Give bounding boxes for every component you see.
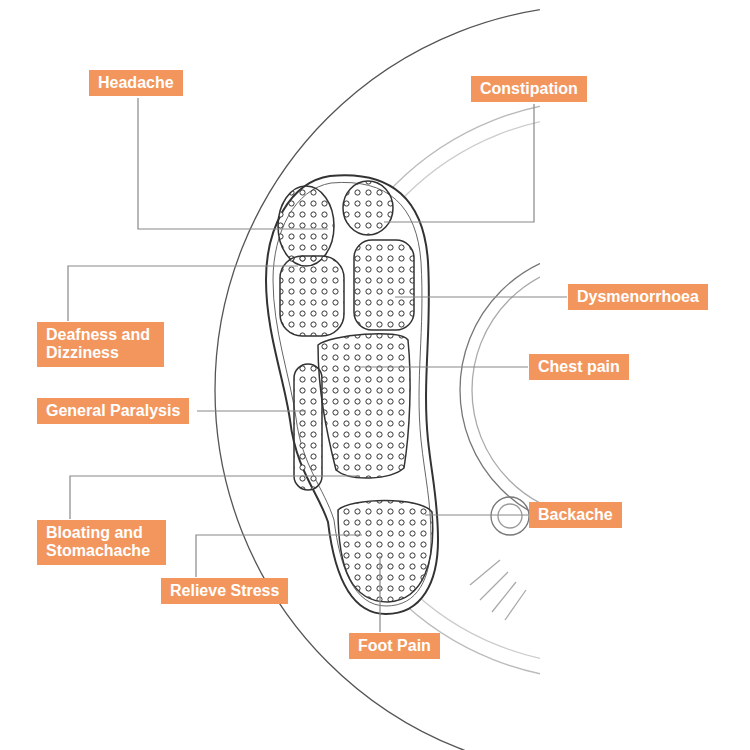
zone-label: Deafness and Dizziness	[46, 326, 155, 363]
label-box: Dysmenorrhoea	[568, 284, 708, 310]
label-box: Deafness and Dizziness	[37, 322, 164, 367]
zone-label: Relieve Stress	[170, 582, 279, 600]
label-box: General Paralysis	[37, 398, 189, 424]
zone-label: Headache	[98, 74, 174, 92]
zone-label: Foot Pain	[358, 637, 431, 655]
zone-label: Bloating and Stomachache	[46, 524, 157, 561]
zone-label: Backache	[538, 506, 613, 524]
label-box: Chest pain	[529, 354, 629, 380]
zone-label: General Paralysis	[46, 402, 180, 420]
label-box: Constipation	[471, 76, 587, 102]
zone-label: Dysmenorrhoea	[577, 288, 699, 306]
label-box: Headache	[89, 70, 183, 96]
label-box: Bloating and Stomachache	[37, 520, 166, 565]
device-base	[215, 5, 540, 750]
label-box: Foot Pain	[349, 633, 440, 659]
zone-label: Constipation	[480, 80, 578, 98]
insole	[266, 175, 438, 614]
reflex-zones	[278, 181, 433, 602]
label-box: Backache	[529, 502, 622, 528]
label-box: Relieve Stress	[161, 578, 288, 604]
zone-label: Chest pain	[538, 358, 620, 376]
